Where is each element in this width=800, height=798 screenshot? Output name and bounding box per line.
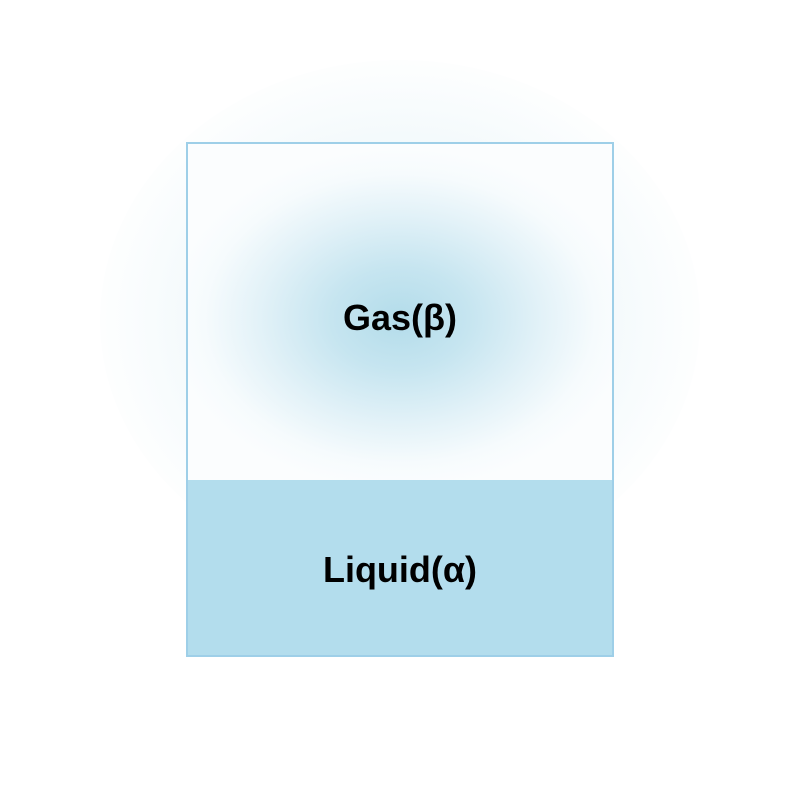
vessel: Gas(β) Liquid(α)	[186, 142, 614, 657]
gas-phase-label: Gas(β)	[343, 297, 457, 338]
gas-phase-region: Gas(β)	[188, 144, 612, 480]
liquid-phase-region: Liquid(α)	[188, 480, 612, 655]
liquid-phase-label: Liquid(α)	[322, 549, 478, 590]
